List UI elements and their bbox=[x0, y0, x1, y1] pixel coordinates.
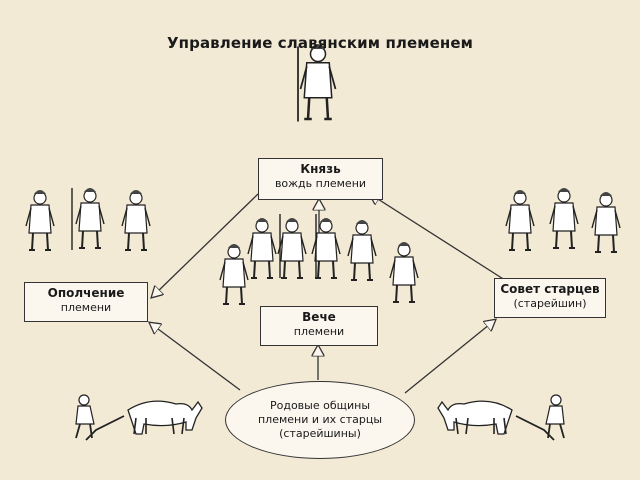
arrow-council-to-prince bbox=[370, 194, 509, 283]
node-prince-subtitle: вождь племени bbox=[274, 177, 367, 190]
arrow-communities-to-militia bbox=[150, 323, 241, 391]
node-communities-line3: (старейшины) bbox=[279, 427, 361, 441]
ploughman-right-illustration bbox=[437, 394, 565, 441]
arrow-prince-to-militia bbox=[152, 193, 259, 297]
node-council-title: Совет старцев bbox=[500, 282, 600, 296]
elders-figures-illustration bbox=[505, 187, 621, 253]
node-militia-title: Ополчение bbox=[47, 286, 125, 300]
arrow-communities-to-council bbox=[404, 320, 495, 394]
node-militia: Ополчение племени bbox=[24, 282, 148, 322]
militia-figures-illustration bbox=[25, 187, 151, 251]
node-prince: Князь вождь племени bbox=[258, 158, 383, 200]
node-communities: Родовые общины племени и их старцы (стар… bbox=[225, 381, 415, 459]
node-communities-line2: племени и их старцы bbox=[257, 412, 383, 426]
node-veche-title: Вече bbox=[302, 310, 336, 324]
node-communities-line1: Родовые общины bbox=[269, 398, 371, 412]
node-militia-subtitle: племени bbox=[60, 301, 112, 314]
node-veche-subtitle: племени bbox=[293, 325, 345, 338]
veche-crowd-illustration bbox=[219, 214, 419, 305]
node-council: Совет старцев (старейшин) bbox=[494, 278, 606, 318]
diagram-title: Управление славянским племенем bbox=[166, 34, 474, 52]
ploughman-left-illustration bbox=[75, 394, 203, 441]
node-prince-title: Князь bbox=[300, 162, 341, 176]
node-veche: Вече племени bbox=[260, 306, 378, 346]
prince-figure-illustration bbox=[297, 42, 337, 122]
node-council-subtitle: (старейшин) bbox=[513, 297, 587, 310]
